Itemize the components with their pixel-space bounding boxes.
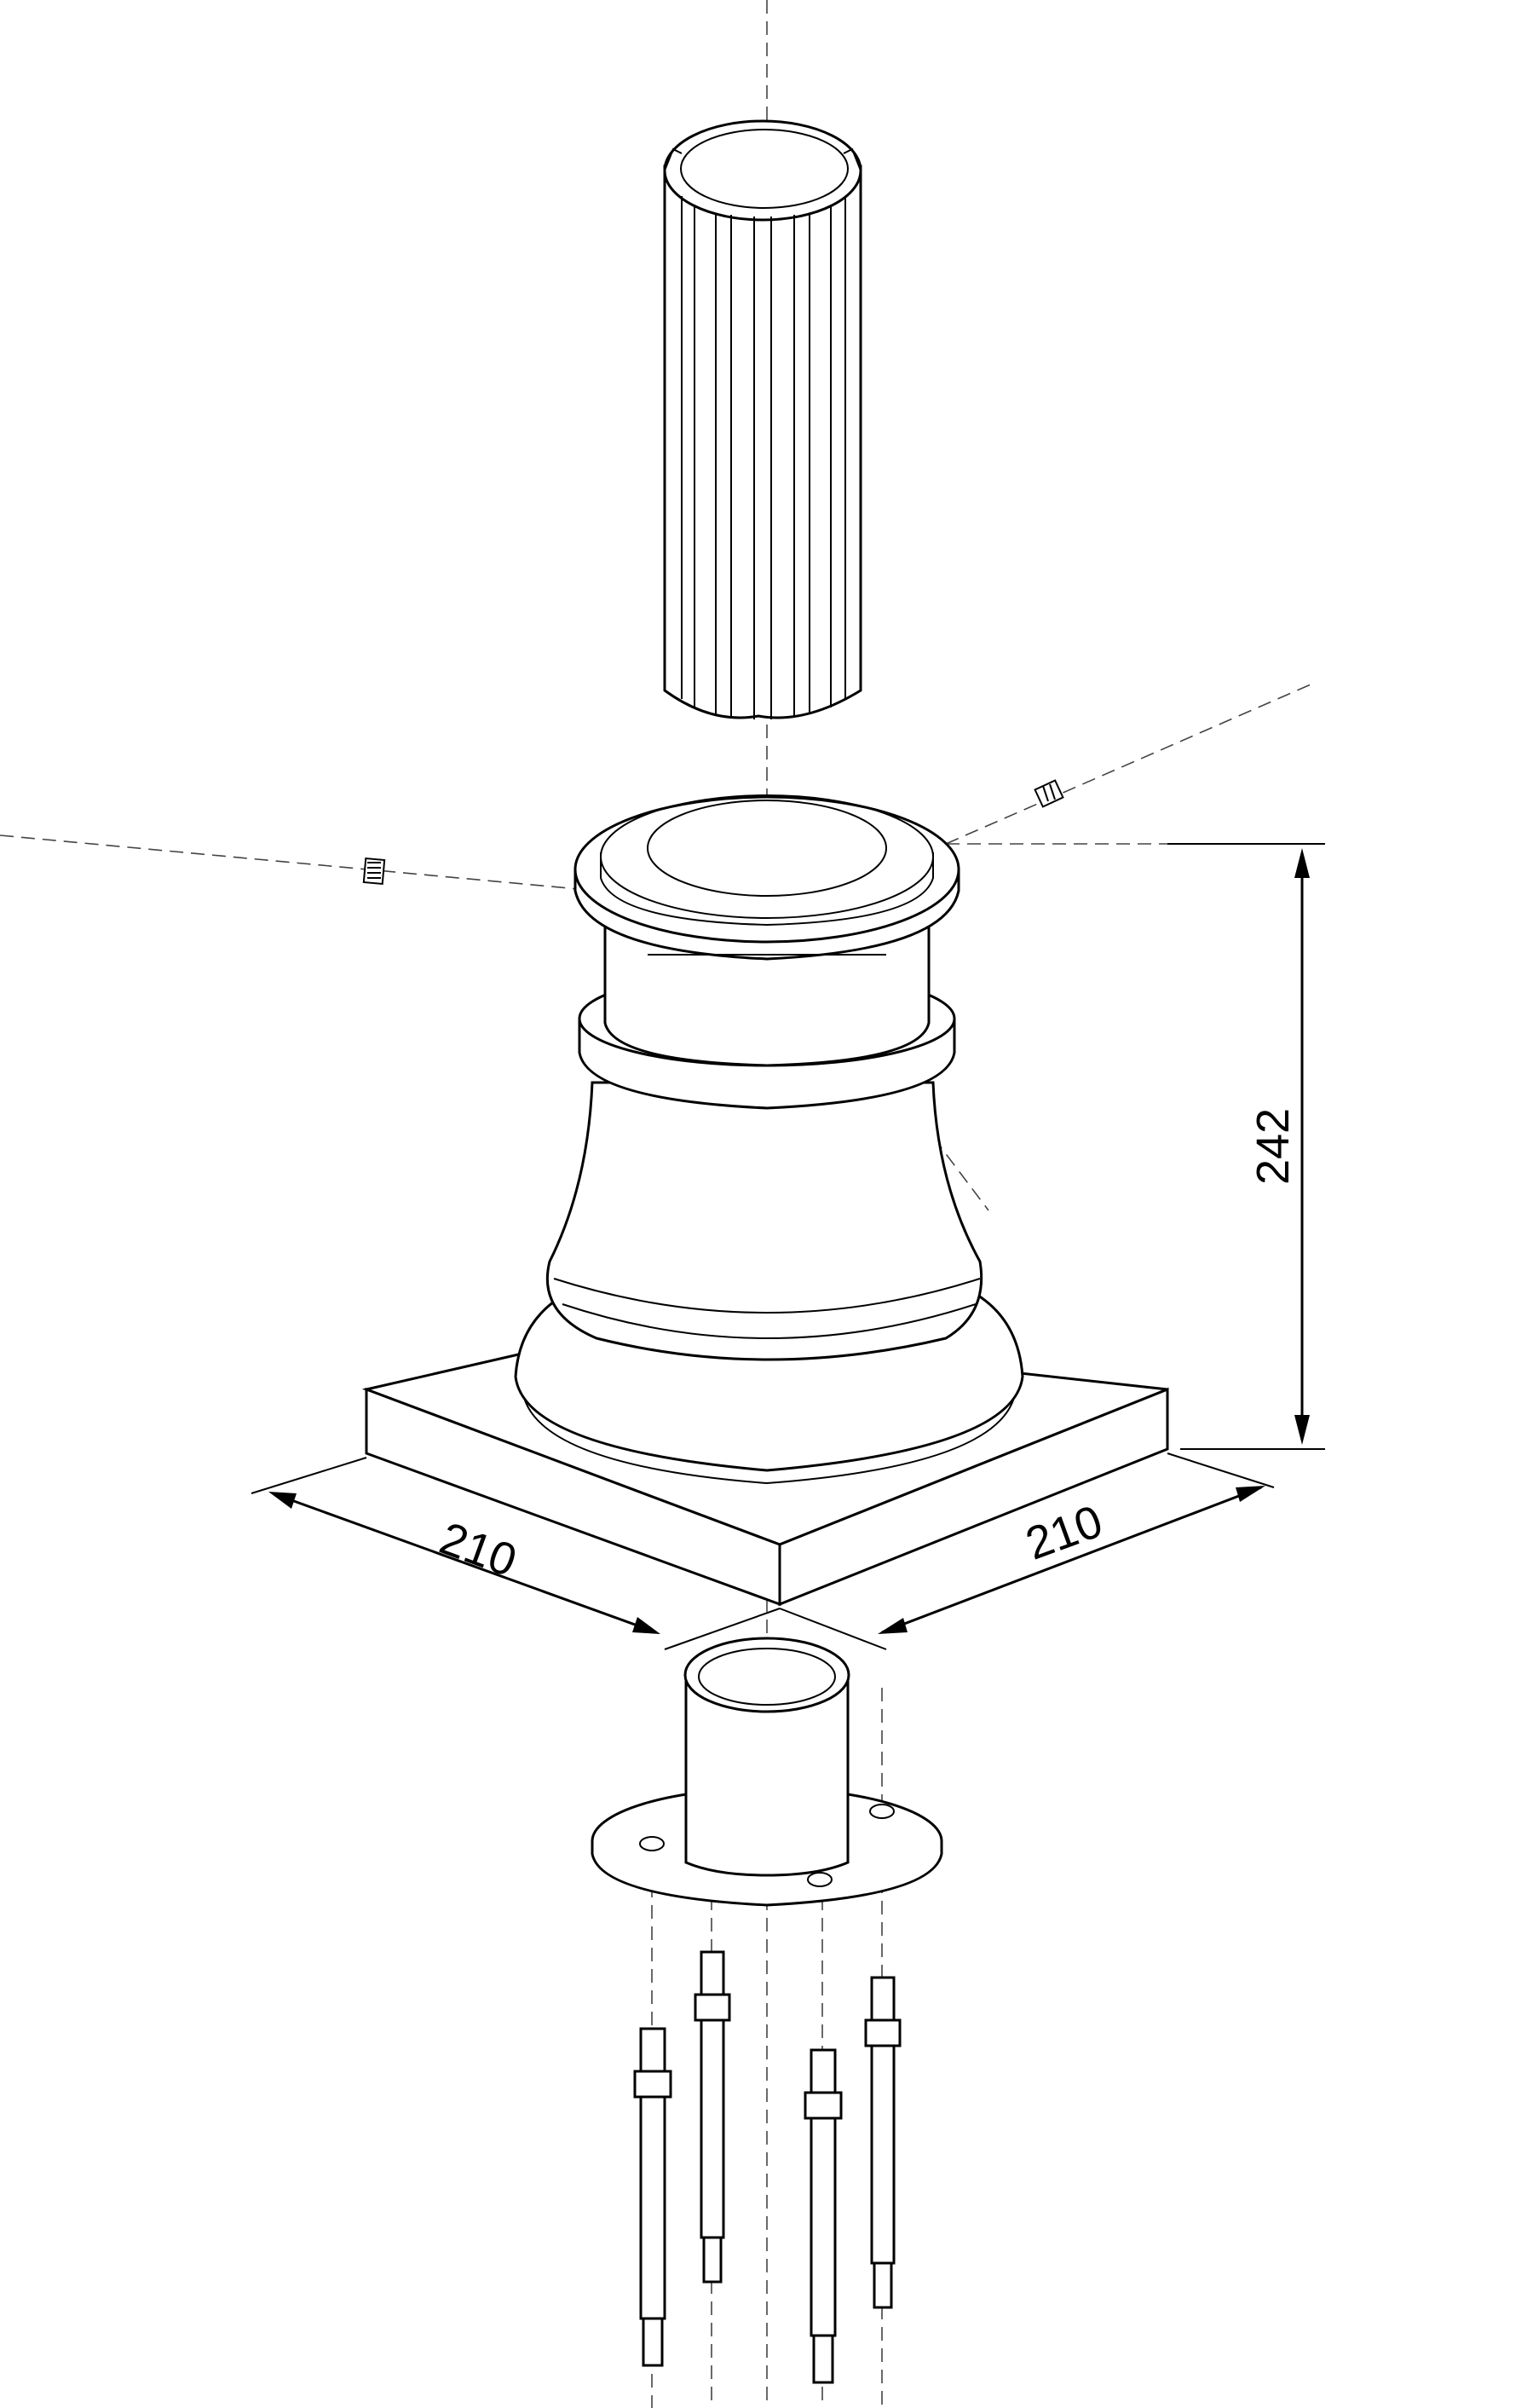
dimension-height: 242	[1167, 843, 1325, 1450]
base-casting	[361, 794, 1169, 1607]
flange-hole-1	[639, 1836, 665, 1851]
ground-sleeve	[591, 1637, 943, 1907]
base-width-right-label: 210	[1019, 1495, 1109, 1569]
left-setscrew-axis	[0, 834, 597, 892]
setscrew-left	[362, 858, 386, 885]
height-dimension-label: 242	[1248, 1108, 1299, 1185]
base-width-left-label: 210	[434, 1512, 523, 1586]
fluted-post	[663, 119, 862, 719]
flange-hole-2	[807, 1872, 833, 1887]
anchor-bolt-4	[864, 1976, 902, 2309]
anchor-bolts	[633, 1950, 902, 2384]
plinth-right-face	[778, 1387, 1169, 1607]
anchor-bolt-2	[694, 1950, 731, 2284]
setscrew-right	[1034, 779, 1064, 808]
anchor-bolt-1	[633, 2027, 672, 2367]
flange-hole-3	[869, 1804, 895, 1819]
right-setscrew-axis	[945, 681, 1317, 845]
anchor-bolt-3	[804, 2048, 843, 2384]
